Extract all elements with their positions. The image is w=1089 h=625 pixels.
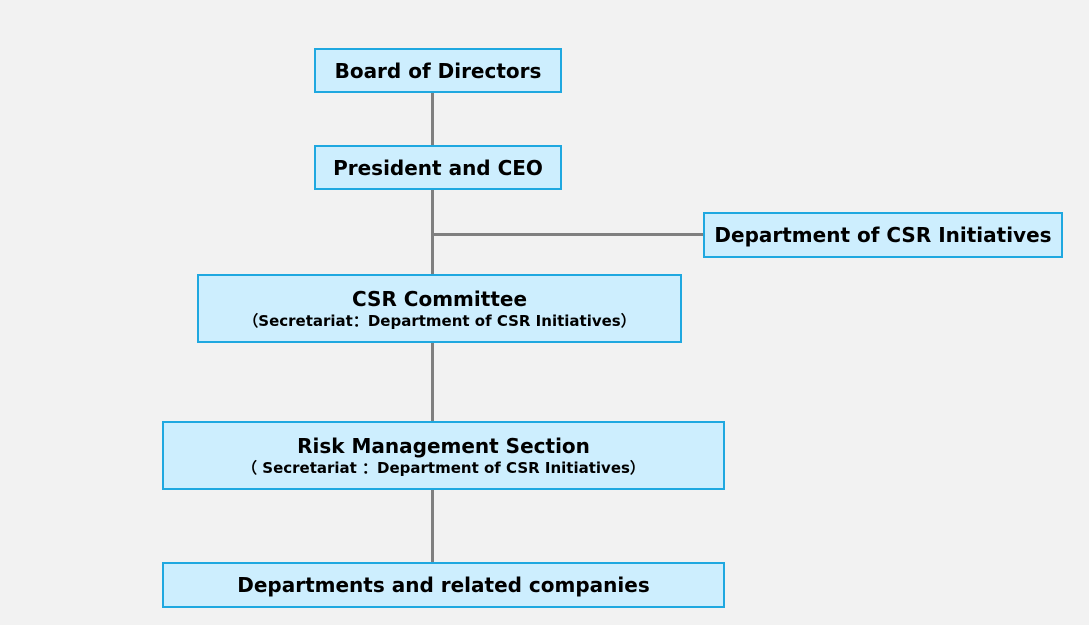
connector-committee-risk (431, 342, 434, 422)
risk-management-box: Risk Management Section （ Secretariat ：D… (162, 421, 725, 490)
risk-management-secretariat: （ Secretariat ：Department of CSR Initiat… (242, 458, 645, 477)
connector-risk-departments (431, 489, 434, 563)
departments-box: Departments and related companies (162, 562, 725, 608)
risk-management-title: Risk Management Section (297, 433, 590, 458)
president-ceo-title: President and CEO (333, 155, 543, 180)
csr-committee-secretariat: （Secretariat：Department of CSR Initiativ… (243, 311, 636, 330)
connector-board-ceo (431, 92, 434, 146)
board-of-directors-title: Board of Directors (334, 58, 542, 83)
connector-ceo-committee (431, 190, 434, 275)
csr-committee-box: CSR Committee （Secretariat：Department of… (197, 274, 682, 343)
csr-department-box: Department of CSR Initiatives (703, 212, 1063, 258)
board-of-directors-box: Board of Directors (314, 48, 562, 93)
csr-committee-title: CSR Committee (351, 286, 528, 311)
departments-title: Departments and related companies (237, 573, 650, 597)
president-ceo-box: President and CEO (314, 145, 562, 190)
csr-department-title: Department of CSR Initiatives (714, 223, 1052, 247)
connector-branch-csr-department (431, 233, 704, 236)
